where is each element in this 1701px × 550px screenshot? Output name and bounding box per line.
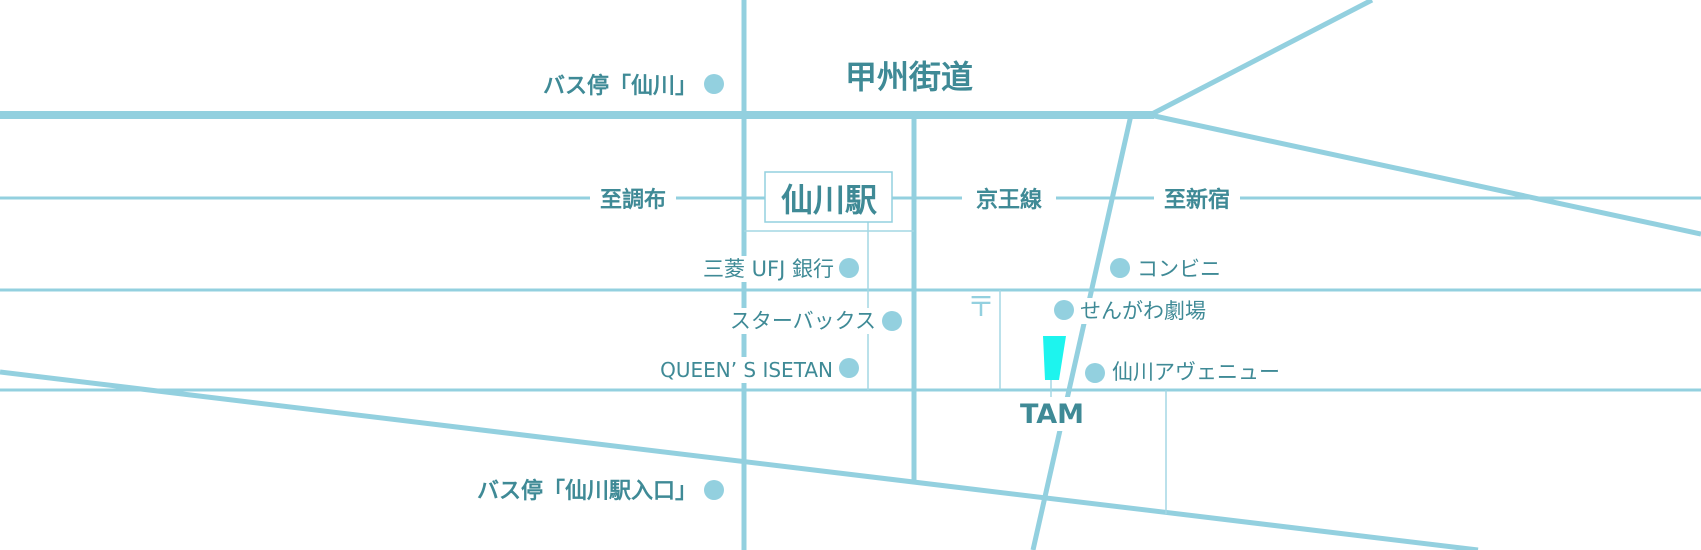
landmark-label: 仙川アヴェニュー bbox=[1112, 360, 1280, 384]
landmark-dot bbox=[839, 258, 859, 278]
slanted-road-through-tam bbox=[1030, 114, 1134, 550]
diagonal-road-upper-right bbox=[1148, 0, 1374, 118]
landmark-sengawa-avenue: 仙川アヴェニュー bbox=[1085, 359, 1298, 385]
landmark-convenience-store: コンビニ bbox=[1110, 256, 1235, 282]
railway-line-name: 京王線 bbox=[976, 187, 1042, 213]
station-name: 仙川駅 bbox=[781, 181, 877, 219]
direction-label-chofu: 至調布 bbox=[600, 187, 666, 213]
landmark-dot bbox=[704, 74, 724, 94]
landmark-label: バス停「仙川」 bbox=[543, 73, 697, 99]
landmark-label: バス停「仙川駅入口」 bbox=[477, 478, 697, 504]
direction-label-shinjuku: 至新宿 bbox=[1164, 187, 1230, 213]
destination-tam: TAM bbox=[1010, 336, 1092, 431]
road-label-koshu-kaido: 甲州街道 bbox=[845, 58, 973, 96]
landmark-label: コンビニ bbox=[1137, 257, 1221, 281]
destination-marker bbox=[1043, 336, 1066, 380]
landmark-starbucks: スターバックス bbox=[712, 308, 902, 334]
landmark-sengawa-theater: せんがわ劇場 bbox=[1054, 298, 1220, 324]
landmark-bus-stop-sengawa-station-entrance: バス停「仙川駅入口」 bbox=[456, 474, 724, 504]
landmark-dot bbox=[1054, 300, 1074, 320]
landmark-label: QUEEN’ S ISETAN bbox=[660, 358, 833, 382]
landmark-mufg-bank: 三菱 UFJ 銀行 bbox=[695, 256, 859, 282]
landmark-dot bbox=[704, 480, 724, 500]
diagonal-road-lower bbox=[0, 369, 1479, 550]
landmark-bus-stop-sengawa: バス停「仙川」 bbox=[528, 68, 724, 99]
landmark-dot bbox=[882, 311, 902, 331]
landmark-label: 三菱 UFJ 銀行 bbox=[703, 257, 834, 281]
landmark-label: スターバックス bbox=[730, 309, 876, 333]
diagonal-road-right bbox=[1149, 112, 1701, 237]
landmark-dot bbox=[1110, 258, 1130, 278]
landmark-dot bbox=[1085, 363, 1105, 383]
destination-label: TAM bbox=[1020, 399, 1084, 430]
landmark-dot bbox=[839, 358, 859, 378]
landmark-queens-isetan: QUEEN’ S ISETAN bbox=[633, 357, 859, 383]
post-office-icon: 〒 bbox=[967, 290, 995, 323]
station-box bbox=[764, 171, 893, 223]
landmark-label: せんがわ劇場 bbox=[1080, 299, 1206, 323]
